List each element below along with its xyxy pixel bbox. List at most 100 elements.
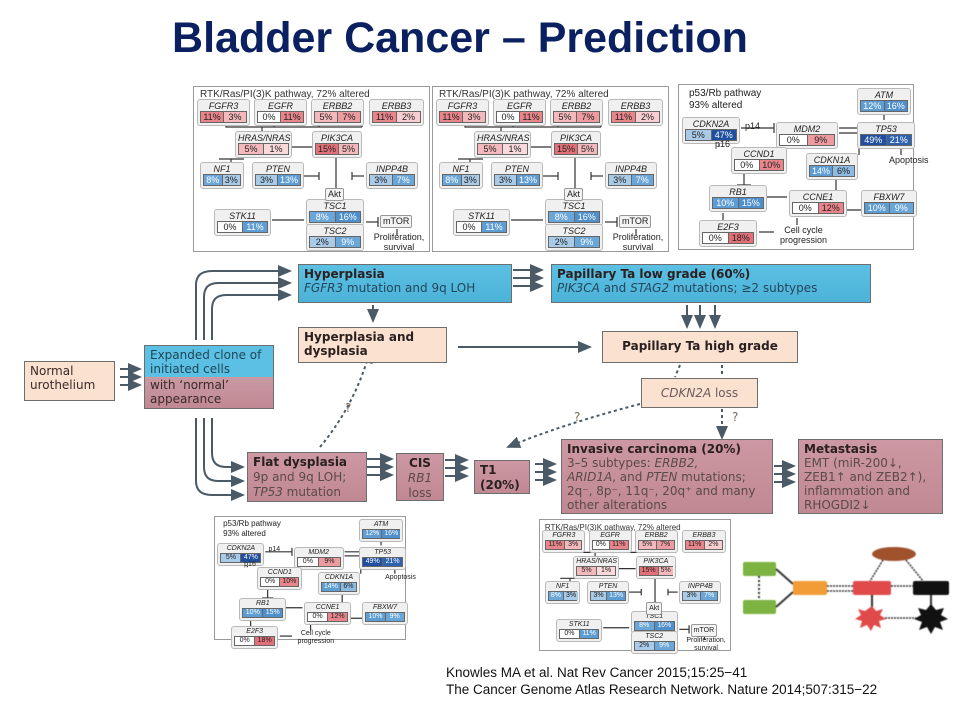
alteration-values: 14%6% <box>809 165 855 177</box>
gene-name: CCND1 <box>743 149 775 159</box>
mutation-frequency: 11% <box>685 540 704 549</box>
gene-name: MDM2 <box>308 548 329 556</box>
gene-name: ATM <box>874 90 894 100</box>
gene-name: STK11 <box>229 211 256 221</box>
alteration-values: 10%15% <box>712 197 764 209</box>
alteration-values: 5%1% <box>238 143 289 155</box>
mtor-node: mTOR <box>690 623 718 637</box>
question-mark-3: ? <box>732 410 738 424</box>
alteration-values: 11%3% <box>545 539 583 550</box>
gene-name: CCNE1 <box>315 604 340 612</box>
cell-cycle-label: Cell cycle progression <box>779 225 828 245</box>
gene-name: ERBB2 <box>561 101 592 111</box>
alteration-values: 0%11% <box>217 221 268 233</box>
alteration-values: 11%3% <box>200 111 247 123</box>
copy-number-frequency: 6% <box>339 583 356 592</box>
gene-name: CDKN1A <box>813 155 851 165</box>
gene-name: HRAS/NRAS <box>238 133 291 143</box>
references: Knowles MA et al. Nat Rev Cancer 2015;15… <box>446 664 877 698</box>
copy-number-frequency: 9% <box>806 135 834 145</box>
gene-name: FBXW7 <box>373 604 398 612</box>
mutation-frequency: 0% <box>457 222 481 232</box>
mutation-frequency: 8% <box>549 212 574 222</box>
thumbnail-flowchart <box>743 547 949 634</box>
alteration-values: 0%11% <box>559 628 600 639</box>
gene-name: ERBB3 <box>620 101 651 111</box>
copy-number-frequency: 9% <box>318 557 340 566</box>
copy-number-frequency: 13% <box>515 175 539 185</box>
copy-number-frequency: 3% <box>562 591 579 600</box>
akt-node: Akt <box>325 188 345 201</box>
copy-number-frequency: 21% <box>382 557 403 566</box>
gene-name: CDKN2A <box>692 119 730 129</box>
question-mark-2: ? <box>574 410 580 424</box>
alteration-values: 49%21% <box>362 556 404 567</box>
copy-number-frequency: 7% <box>391 175 414 185</box>
alteration-values: 0%11% <box>257 111 304 123</box>
mutation-frequency: 3% <box>495 175 516 185</box>
gene-name: TSC1 <box>323 201 347 211</box>
copy-number-frequency: 16% <box>573 212 599 222</box>
mutation-frequency: 11% <box>373 112 396 122</box>
gene-name: TSC2 <box>645 632 664 640</box>
copy-number-frequency: 15% <box>737 198 763 208</box>
gene-name: PTEN <box>598 582 618 590</box>
alteration-values: 3%13% <box>589 590 627 601</box>
copy-number-frequency: 9% <box>888 203 913 213</box>
gene-name: NF1 <box>213 164 231 174</box>
copy-number-frequency: 1% <box>263 144 288 154</box>
copy-number-frequency: 16% <box>334 212 360 222</box>
gene-name: TP53 <box>875 124 897 134</box>
gene-name: CDKN2A <box>226 544 256 552</box>
gene-name: ERBB3 <box>381 101 412 111</box>
gene-name: CCND1 <box>267 569 292 577</box>
flat-dysplasia-box: Flat dysplasia 9p and 9q LOH; TP53 mutat… <box>247 452 367 502</box>
alteration-values: 8%3% <box>442 174 480 186</box>
mutation-frequency: 2% <box>549 237 574 247</box>
thumb-green-box-2 <box>743 600 776 614</box>
gene-name: EGFR <box>267 101 293 111</box>
gene-name: RB1 <box>255 600 270 607</box>
mutation-frequency: 0% <box>780 135 807 145</box>
mutation-frequency: 3% <box>256 175 277 185</box>
alteration-values: 8%16% <box>633 620 675 631</box>
copy-number-frequency: 13% <box>276 175 300 185</box>
mutation-frequency: 15% <box>639 566 658 575</box>
gene-name: E2F3 <box>246 628 264 636</box>
gene-name: CDKN1A <box>324 574 354 582</box>
gene-name: CCNE1 <box>802 192 834 202</box>
alteration-values: 0%18% <box>234 636 276 647</box>
copy-number-frequency: 2% <box>635 112 659 122</box>
cell-cycle-label: Cell cycle progression <box>297 630 335 646</box>
gene-name: PIK3CA <box>643 557 669 565</box>
copy-number-frequency: 7% <box>630 175 653 185</box>
gene-name: MDM2 <box>793 124 821 134</box>
apoptosis-label: Apoptosis <box>889 155 929 165</box>
alteration-values: 5%47% <box>685 129 737 141</box>
alteration-values: 5%1% <box>477 143 528 155</box>
mutation-frequency: 0% <box>793 203 818 213</box>
cdkn2a-loss-box: CDKN2A loss <box>641 378 758 408</box>
alteration-values: 3%7% <box>369 174 415 186</box>
mutation-frequency: 0% <box>258 112 280 122</box>
pathway-title: RTK/Ras/PI(3)K pathway, 72% altered <box>439 89 609 100</box>
question-mark-1: ? <box>345 401 351 415</box>
cis-box: CIS RB1 loss <box>396 453 444 501</box>
